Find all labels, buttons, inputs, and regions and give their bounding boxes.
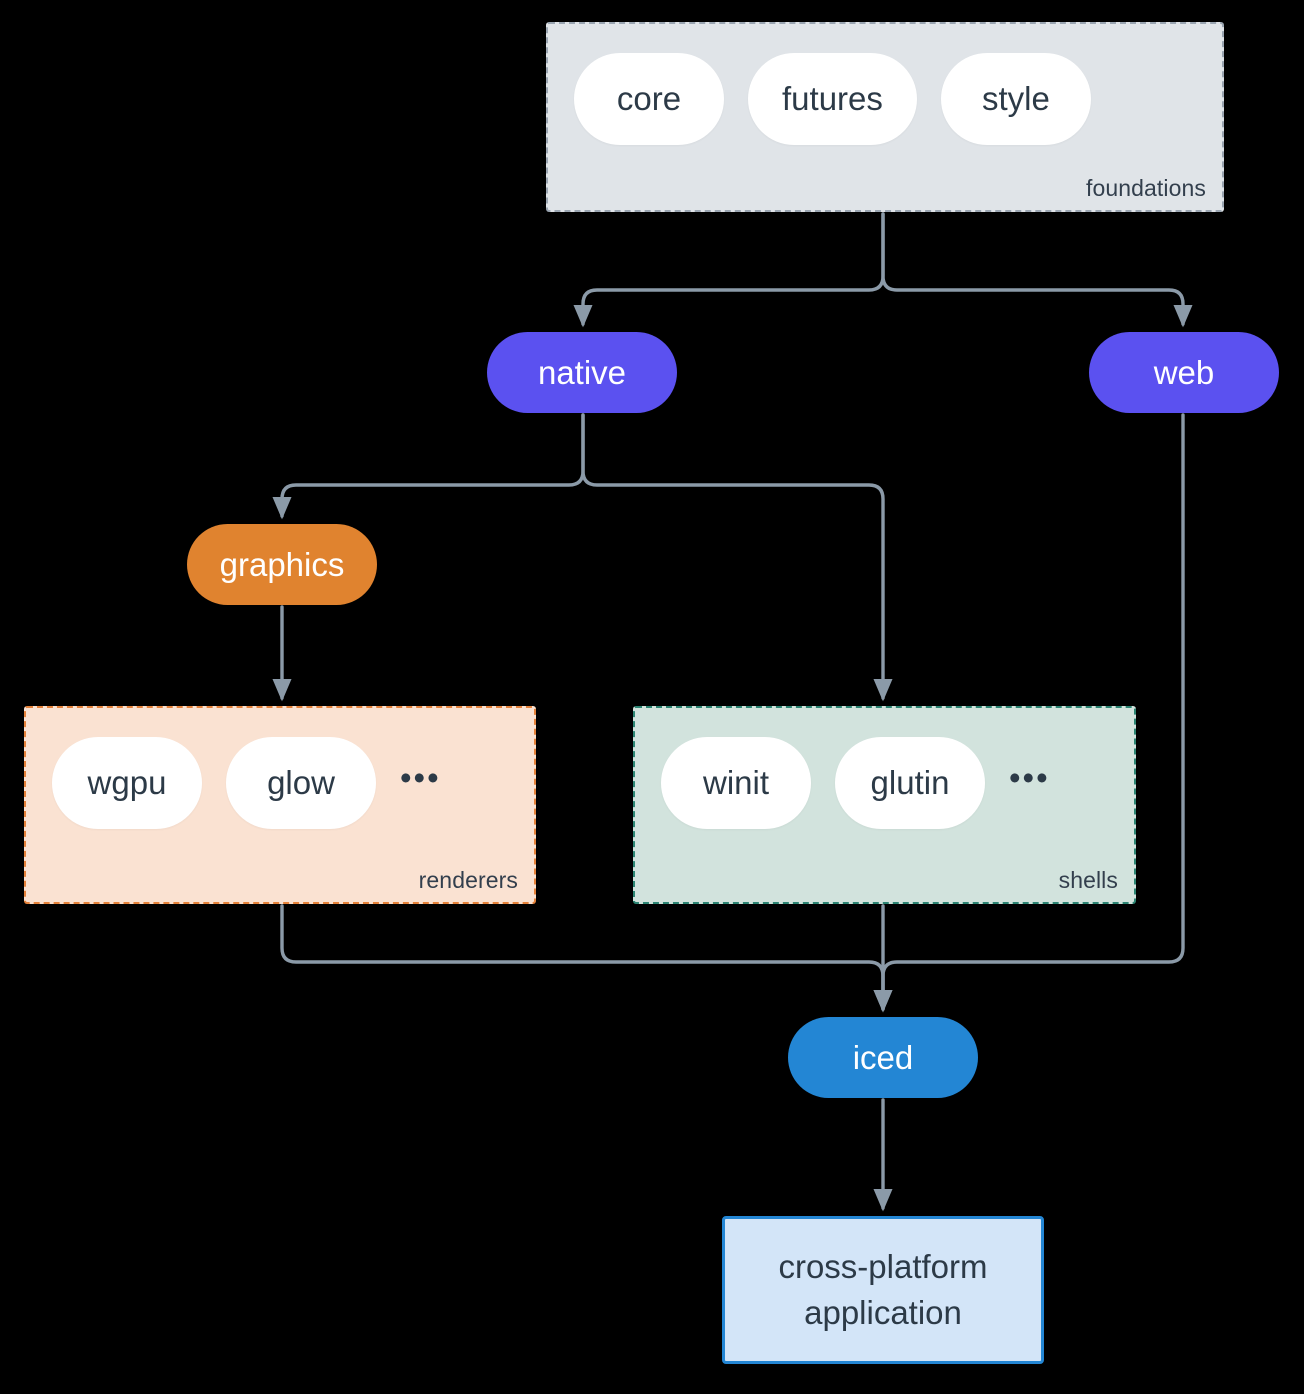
node-graphics[interactable]: graphics bbox=[187, 524, 377, 605]
edge-foundations-to-native bbox=[573, 212, 885, 328]
group-foundations: core futures style foundations bbox=[546, 22, 1224, 212]
node-web[interactable]: web bbox=[1089, 332, 1279, 413]
group-foundations-label: foundations bbox=[1085, 175, 1206, 201]
application-label-line1: cross-platform bbox=[778, 1248, 988, 1286]
group-shells: winit glutin ••• shells bbox=[633, 706, 1136, 904]
group-shells-items: winit glutin ••• bbox=[661, 737, 1050, 829]
pill-winit[interactable]: winit bbox=[661, 737, 811, 829]
application-label-line2: application bbox=[804, 1294, 962, 1331]
shells-ellipsis-icon: ••• bbox=[1009, 758, 1050, 796]
group-renderers-label: renderers bbox=[418, 867, 518, 893]
pill-wgpu[interactable]: wgpu bbox=[52, 737, 202, 829]
edge-native-to-graphics bbox=[272, 413, 585, 520]
edge-native-to-shells bbox=[581, 413, 893, 702]
pill-core[interactable]: core bbox=[574, 53, 724, 145]
group-foundations-items: core futures style bbox=[574, 53, 1091, 145]
group-renderers-items: wgpu glow ••• bbox=[52, 737, 441, 829]
renderers-ellipsis-icon: ••• bbox=[400, 758, 441, 796]
node-native[interactable]: native bbox=[487, 332, 677, 413]
group-shells-label: shells bbox=[1058, 867, 1118, 893]
edge-foundations-to-web bbox=[881, 212, 1193, 328]
pill-futures[interactable]: futures bbox=[748, 53, 917, 145]
group-renderers: wgpu glow ••• renderers bbox=[24, 706, 536, 904]
edge-renderers-to-iced bbox=[280, 904, 893, 1013]
pill-glow[interactable]: glow bbox=[226, 737, 376, 829]
node-cross-platform-application[interactable]: cross-platform application bbox=[722, 1216, 1044, 1364]
pill-glutin[interactable]: glutin bbox=[835, 737, 985, 829]
pill-style[interactable]: style bbox=[940, 53, 1091, 145]
node-iced[interactable]: iced bbox=[788, 1017, 978, 1098]
